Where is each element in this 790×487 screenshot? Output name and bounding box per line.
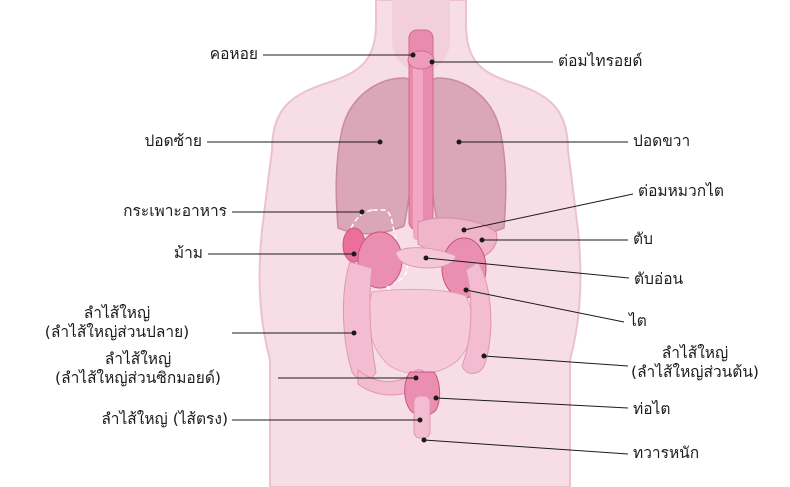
dot-ureter xyxy=(434,396,439,401)
label-left-lung: ปอดซ้าย xyxy=(144,132,202,151)
label-sigmoid-colon-line2: (ลำไส้ใหญ่ส่วนซิกมอยด์) xyxy=(0,369,276,388)
label-ascending-colon-line1: ลำไส้ใหญ่ xyxy=(604,344,786,363)
label-sigmoid-colon-line1: ลำไส้ใหญ่ xyxy=(0,350,276,369)
rectum-shape xyxy=(414,396,430,438)
label-right-lung: ปอดขวา xyxy=(633,132,690,151)
esophagus-shape xyxy=(413,60,423,240)
label-spleen: ม้าม xyxy=(174,244,203,263)
label-sigmoid-colon: ลำไส้ใหญ่ (ลำไส้ใหญ่ส่วนซิกมอยด์) xyxy=(0,350,276,388)
label-stomach: กระเพาะอาหาร xyxy=(123,202,227,221)
dot-anus xyxy=(422,438,427,443)
dot-spleen xyxy=(352,252,357,257)
dot-kidney xyxy=(464,288,469,293)
dot-pharynx xyxy=(411,53,416,58)
label-rectum: ลำไส้ใหญ่ (ไส้ตรง) xyxy=(101,410,228,429)
label-ascending-colon: ลำไส้ใหญ่ (ลำไส้ใหญ่ส่วนต้น) xyxy=(604,344,786,382)
dot-ascending-colon xyxy=(482,354,487,359)
label-descending-colon: ลำไส้ใหญ่ (ลำไส้ใหญ่ส่วนปลาย) xyxy=(6,304,228,342)
dot-pancreas xyxy=(424,256,429,261)
small-intestine-shape xyxy=(369,289,473,373)
label-ureter: ท่อไต xyxy=(633,400,670,419)
label-kidney: ไต xyxy=(629,312,647,331)
label-adrenal: ต่อมหมวกไต xyxy=(638,182,724,201)
label-descending-colon-line2: (ลำไส้ใหญ่ส่วนปลาย) xyxy=(6,323,228,342)
dot-left-lung xyxy=(378,140,383,145)
dot-right-lung xyxy=(457,140,462,145)
label-anus: ทวารหนัก xyxy=(633,444,699,463)
dot-descending-colon xyxy=(352,331,357,336)
dot-adrenal xyxy=(462,228,467,233)
label-descending-colon-line1: ลำไส้ใหญ่ xyxy=(6,304,228,323)
label-thyroid: ต่อมไทรอยด์ xyxy=(558,52,642,71)
label-pancreas: ตับอ่อน xyxy=(634,270,683,289)
dot-stomach xyxy=(360,210,365,215)
dot-thyroid xyxy=(430,60,435,65)
dot-sigmoid-colon xyxy=(414,376,419,381)
label-ascending-colon-line2: (ลำไส้ใหญ่ส่วนต้น) xyxy=(604,363,786,382)
dot-liver xyxy=(480,238,485,243)
label-pharynx: คอหอย xyxy=(210,45,258,64)
label-liver: ตับ xyxy=(633,230,653,249)
dot-rectum xyxy=(418,418,423,423)
